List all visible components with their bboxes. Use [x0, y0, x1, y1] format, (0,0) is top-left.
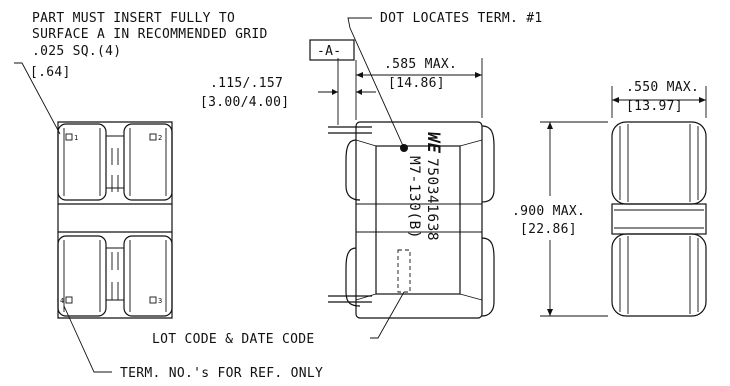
front-view — [611, 121, 707, 317]
pin-2 — [149, 133, 157, 141]
width-mm-label: [13.97] — [626, 99, 683, 114]
dot-note-leader — [347, 17, 405, 149]
lower-lead — [328, 295, 372, 303]
term-note-leader — [63, 305, 112, 373]
insert-note: PART MUST INSERT FULLY TO SURFACE A IN R… — [14, 11, 268, 135]
lot-note-text: LOT CODE & DATE CODE — [152, 332, 315, 347]
pin-3-number: 3 — [158, 297, 162, 305]
upper-coil-bulge — [345, 139, 361, 201]
insert-note-line1: PART MUST INSERT FULLY TO — [32, 11, 235, 26]
lead-dimension: .115/.157 [3.00/4.00] — [200, 58, 376, 125]
lot-note: LOT CODE & DATE CODE — [152, 291, 405, 347]
height-mm-label: [22.86] — [520, 222, 577, 237]
pin-1 — [65, 133, 73, 141]
front-core-band — [611, 203, 707, 235]
height-label: .900 MAX. — [512, 204, 585, 219]
upper-right-bobbin — [123, 123, 173, 201]
dot-note-text: DOT LOCATES TERM. #1 — [380, 11, 543, 26]
front-lower-coil — [611, 233, 707, 317]
width-label: .550 MAX. — [626, 80, 699, 95]
side-view: WE 750341638 M7-130(B) — [328, 121, 495, 319]
pin-size-mm-label: [.64] — [30, 65, 71, 80]
pin-size-leader — [14, 62, 61, 135]
width-dimension: .550 MAX. [13.97] — [611, 80, 707, 118]
lot-note-leader — [370, 291, 405, 339]
bottom-view: 1 2 3 4 — [57, 121, 173, 319]
lower-coil-bulge — [345, 247, 361, 307]
dot-note: DOT LOCATES TERM. #1 — [347, 11, 543, 149]
lower-left-bobbin — [57, 235, 107, 317]
pin-2-number: 2 — [158, 134, 162, 142]
datum-label: -A- — [317, 44, 341, 59]
lower-right-bobbin — [123, 235, 173, 317]
side-core — [375, 145, 461, 295]
insert-note-line2: SURFACE A IN RECOMMENDED GRID — [32, 27, 268, 42]
pin-1-number: 1 — [74, 134, 78, 142]
core-band — [58, 203, 172, 233]
lot-code-box — [397, 249, 411, 293]
pin-4-number: 4 — [60, 297, 64, 305]
lead-range-label: .115/.157 — [210, 76, 283, 91]
term-note-text: TERM. NO.'s FOR REF. ONLY — [120, 366, 323, 381]
bottom-view-outline — [57, 121, 173, 319]
depth-dimension: .585 MAX. [14.86] — [355, 57, 483, 118]
depth-label: .585 MAX. — [384, 57, 457, 72]
part-number: 750341638 — [424, 158, 440, 241]
pin-size-label: .025 SQ.(4) — [32, 44, 121, 59]
front-upper-coil — [611, 121, 707, 205]
height-dimension: .900 MAX. [22.86] — [512, 121, 608, 317]
pin-3 — [149, 296, 157, 304]
lead-range-mm-label: [3.00/4.00] — [200, 95, 289, 110]
upper-lead — [328, 126, 372, 134]
datum-frame — [309, 39, 355, 61]
upper-left-bobbin — [57, 123, 107, 201]
model-number: M7-130(B) — [406, 156, 422, 239]
side-body-outline — [355, 121, 483, 319]
pin-4 — [65, 296, 73, 304]
depth-mm-label: [14.86] — [388, 76, 445, 91]
term-note: TERM. NO.'s FOR REF. ONLY — [63, 305, 323, 381]
datum-a: -A- — [309, 39, 355, 61]
we-logo: WE — [423, 132, 443, 154]
